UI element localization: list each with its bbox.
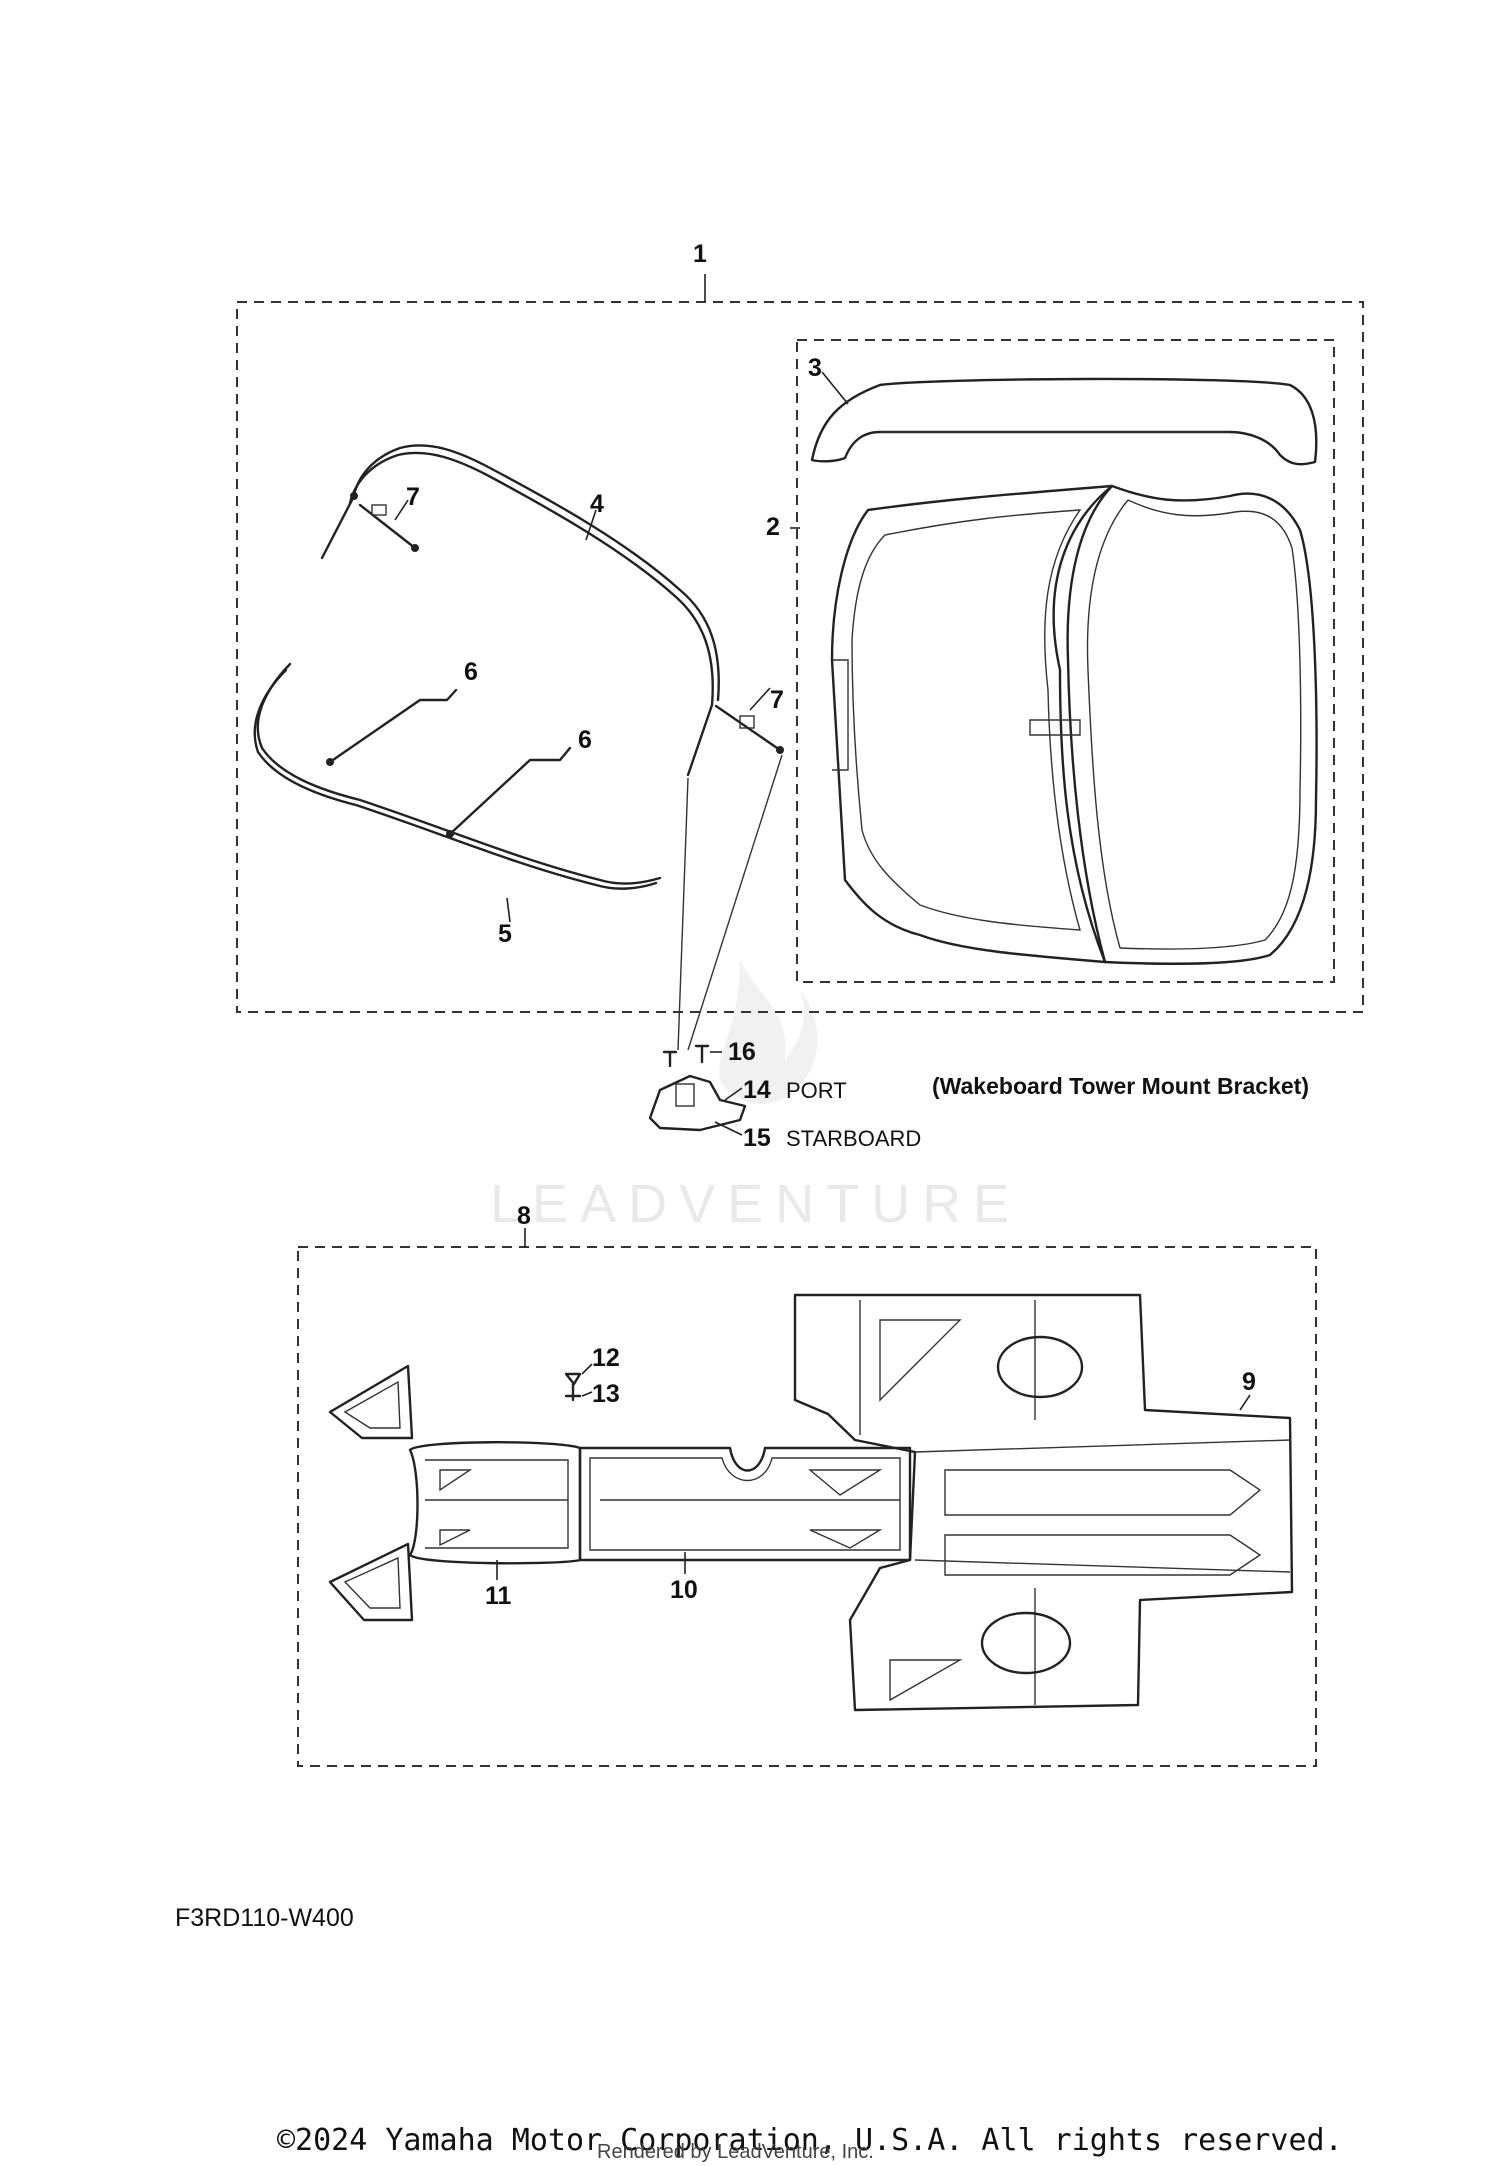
part-14-15-mount-bracket[interactable] (648, 1074, 747, 1132)
part-3-canopy-header[interactable] (810, 377, 1318, 466)
callout-1[interactable]: 1 (693, 240, 707, 268)
canopy-group-box (796, 339, 1335, 983)
callout-15[interactable]: 15 (743, 1124, 771, 1152)
part-16-screw[interactable] (662, 1044, 710, 1068)
callout-7-right[interactable]: 7 (770, 686, 784, 714)
callout-11[interactable]: 11 (485, 1582, 512, 1610)
part-5-lower-tower-frame[interactable] (253, 662, 662, 890)
part-6-strut-upper[interactable] (326, 688, 458, 766)
callout-6-lower[interactable]: 6 (578, 726, 592, 754)
leadventure-watermark: LEADVENTURE (490, 960, 1021, 1234)
copyright-notice: ©2024 Yamaha Motor Corporation, U.S.A. A… (277, 2123, 1343, 2158)
part-7-hinge-left[interactable] (358, 503, 419, 552)
part-2-bimini-top[interactable] (830, 484, 1318, 965)
tower-kit-group-box (236, 301, 1364, 1013)
mat-kit-group-box (297, 1246, 1317, 1767)
bow-side-mat-starboard[interactable] (328, 1542, 414, 1622)
callout-16[interactable]: 16 (728, 1038, 756, 1066)
callout-10[interactable]: 10 (670, 1576, 698, 1604)
callout-14[interactable]: 14 (743, 1076, 771, 1104)
rendered-by-note: Rendered by LeadVenture, Inc. (597, 2141, 874, 2163)
callout-2[interactable]: 2 (766, 513, 780, 541)
part-4-upper-tower-frame[interactable] (320, 444, 720, 707)
callout-4[interactable]: 4 (590, 490, 604, 518)
mount-bracket-note: (Wakeboard Tower Mount Bracket) (932, 1073, 1309, 1099)
part-6-strut-lower[interactable] (446, 746, 572, 838)
port-label: PORT (786, 1078, 847, 1103)
part-12-13-fastener[interactable] (564, 1372, 582, 1402)
watermark-text: LEADVENTURE (490, 1174, 1021, 1234)
callout-6-upper[interactable]: 6 (464, 658, 478, 686)
part-11-forward-mat[interactable] (408, 1441, 582, 1565)
callout-7-left[interactable]: 7 (406, 483, 420, 511)
part-10-center-mat[interactable] (578, 1446, 912, 1562)
callout-8[interactable]: 8 (517, 1202, 531, 1230)
part-7-hinge-right[interactable] (686, 703, 784, 777)
starboard-label: STARBOARD (786, 1126, 921, 1151)
diagram-code: F3RD110-W400 (175, 1904, 354, 1932)
part-9-rear-mat[interactable] (793, 1293, 1294, 1712)
callout-5[interactable]: 5 (498, 920, 512, 948)
callout-13[interactable]: 13 (592, 1380, 620, 1408)
bow-side-mat-port[interactable] (328, 1364, 414, 1440)
callout-12[interactable]: 12 (592, 1344, 620, 1372)
callout-3[interactable]: 3 (808, 354, 822, 382)
callout-9[interactable]: 9 (1242, 1368, 1256, 1396)
